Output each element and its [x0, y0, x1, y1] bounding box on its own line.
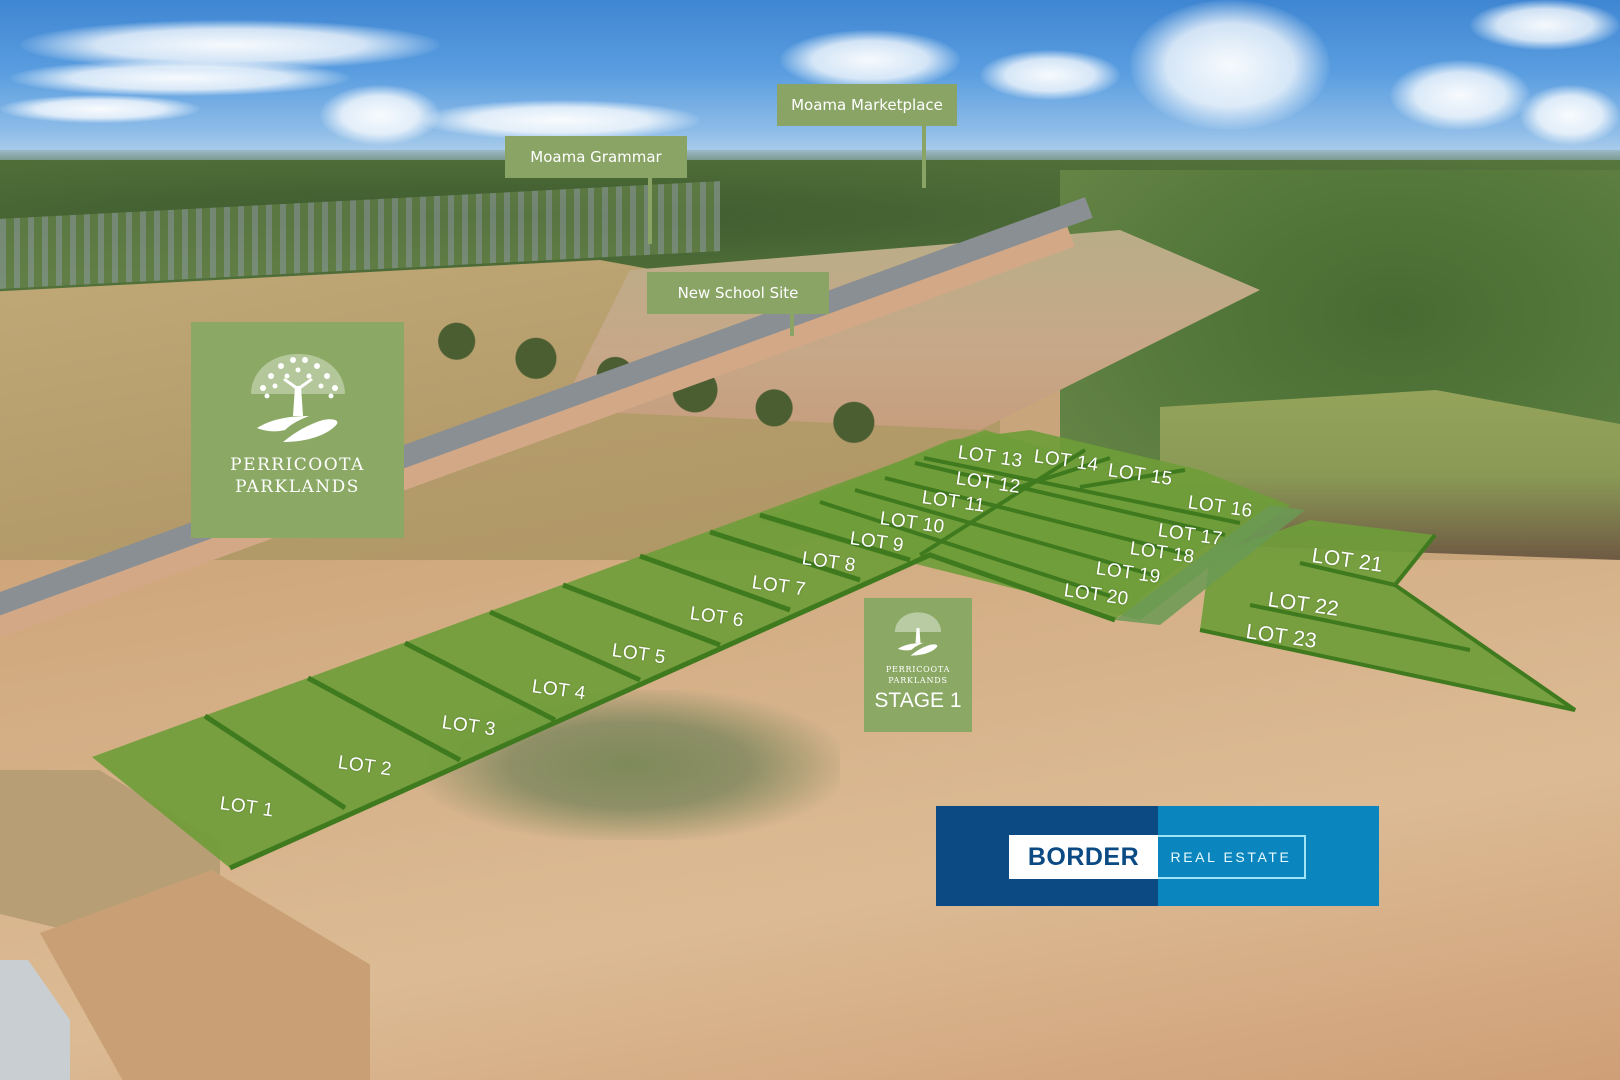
callout-label: New School Site [677, 284, 799, 302]
cloud [980, 50, 1120, 100]
tree-and-path-logo-icon [894, 612, 942, 656]
cloud [1390, 60, 1530, 130]
border-real-estate-logo: BORDER REAL ESTATE [936, 806, 1379, 906]
cloud [420, 100, 700, 140]
perricoota-parklands-sign: PERRICOOTA PARKLANDS [191, 322, 404, 538]
stage-1-sign: PERRICOOTA PARKLANDS STAGE 1 [864, 598, 972, 732]
logo-right-panel: REAL ESTATE [1158, 806, 1379, 906]
callout-new-school-site: New School Site [647, 272, 829, 314]
callout-moama-grammar: Moama Grammar [505, 136, 687, 178]
stage-brand-line1: PERRICOOTA [885, 665, 951, 674]
callout-pole [790, 314, 794, 336]
stage-label: STAGE 1 [874, 689, 962, 712]
logo-left-panel: BORDER [936, 806, 1158, 906]
tree-and-path-logo-icon [250, 354, 345, 442]
brand-name-line1: PERRICOOTA [230, 455, 365, 475]
stage-brand-line2: PARKLANDS [888, 676, 948, 685]
callout-label: Moama Grammar [530, 148, 662, 166]
cloud [1520, 85, 1620, 145]
callout-label: Moama Marketplace [791, 96, 943, 114]
agency-name: BORDER [1009, 835, 1158, 879]
cloud [1130, 0, 1330, 130]
cloud [0, 95, 200, 123]
cloud [10, 60, 350, 96]
cloud [780, 30, 960, 90]
brand-name-line2: PARKLANDS [235, 477, 360, 497]
cloud [320, 85, 440, 145]
callout-moama-marketplace: Moama Marketplace [777, 84, 957, 126]
callout-pole [922, 126, 926, 188]
callout-pole [648, 178, 652, 244]
agency-subtitle: REAL ESTATE [1158, 835, 1306, 879]
cloud [1470, 0, 1620, 50]
